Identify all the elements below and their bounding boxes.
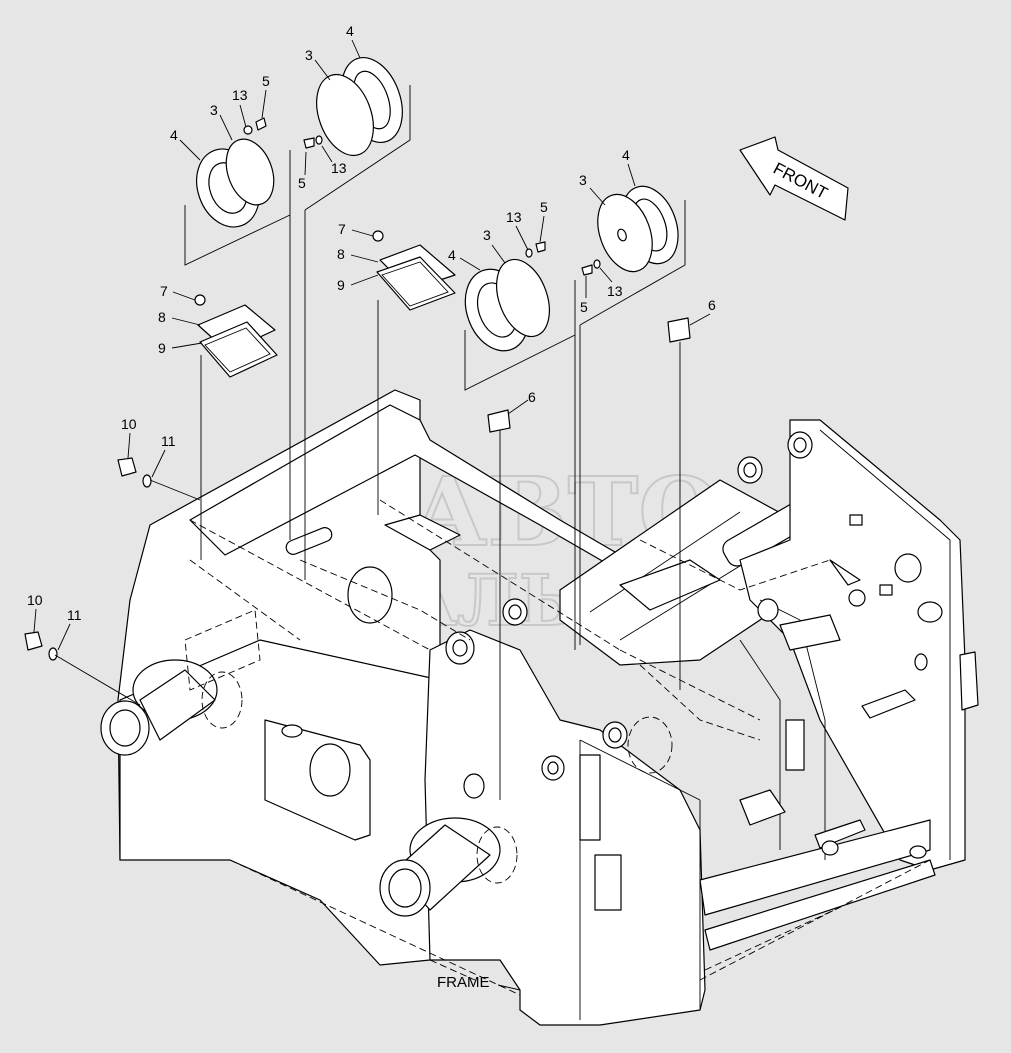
bolt-5-mid [535, 241, 546, 253]
assembly-label-leader [497, 984, 521, 991]
leader-box-left [184, 150, 291, 266]
left-plate-window [347, 566, 393, 624]
breather-6-mid [487, 409, 511, 433]
callout-23: 6 [708, 297, 716, 313]
gasket-9-left [199, 321, 278, 378]
bracket-b [739, 789, 786, 826]
leader-box-center [304, 85, 411, 211]
mounting-bosses [445, 431, 943, 859]
oring-11-lower [48, 647, 58, 661]
bottom-rail-upper [699, 819, 931, 916]
oring-11-upper [142, 474, 152, 488]
callout-16: 5 [540, 199, 548, 215]
callout-8: 13 [331, 160, 347, 176]
arrow-icon [739, 136, 849, 221]
bracket-e [829, 559, 861, 586]
plug-10-lower [24, 631, 43, 651]
nut-7-left [194, 294, 206, 306]
callout-13: 8 [337, 246, 345, 262]
leader-box-right [579, 200, 686, 326]
washer-13-center [315, 135, 323, 145]
callout-12: 7 [338, 221, 346, 237]
washer-13-mid [525, 248, 533, 258]
callout-26: 11 [161, 433, 176, 449]
callout-28: 11 [67, 607, 82, 623]
callout-10: 8 [158, 309, 166, 325]
breather-6-right [667, 317, 691, 343]
pivot-pin-end [821, 840, 839, 856]
front-direction-arrow: FRONT [739, 136, 849, 221]
right-handle [959, 651, 979, 711]
right-plate-edge [819, 429, 951, 860]
exploded-parts [24, 56, 691, 661]
callout-9: 7 [160, 283, 168, 299]
callout-19: 3 [579, 172, 587, 188]
cover-3-center [316, 73, 374, 157]
callout-15: 13 [506, 209, 522, 225]
callout-1: 4 [170, 127, 178, 143]
callout-2: 3 [210, 102, 218, 118]
frame-body [100, 389, 979, 1026]
frame-top-opening [384, 514, 461, 551]
callout-11: 9 [158, 340, 166, 356]
washer-13-left [243, 125, 253, 135]
callout-3: 13 [232, 87, 248, 103]
assembly-label: FRAME [437, 974, 490, 991]
tower-strip [579, 754, 601, 841]
axle-housing-right [379, 817, 501, 917]
bracket-c [779, 614, 841, 651]
axle-housing-left [100, 659, 218, 756]
inner-frame-lines [739, 599, 826, 860]
callout-14: 9 [337, 277, 345, 293]
cover-3-mid [496, 258, 550, 338]
bottom-rail-lower [704, 859, 936, 951]
plug-10-upper [117, 457, 137, 477]
bolt-5-left [255, 117, 267, 131]
bolt-5-right [581, 264, 593, 276]
callout-leaders [33, 39, 711, 651]
bracket-a [861, 689, 916, 719]
callout-labels: 4 3 13 5 4 3 5 13 7 8 9 7 8 9 13 5 3 4 3… [27, 23, 716, 623]
callout-20: 4 [622, 147, 630, 163]
callout-21: 5 [580, 299, 588, 315]
washer-13-right [593, 259, 601, 269]
callout-4: 5 [262, 73, 270, 89]
callout-18: 4 [448, 247, 456, 263]
leader-box-mid [464, 280, 576, 391]
callout-17: 3 [483, 227, 491, 243]
callout-24: 6 [528, 389, 536, 405]
callout-25: 10 [121, 416, 137, 432]
nut-7-center [372, 230, 384, 242]
callout-6: 3 [305, 47, 313, 63]
bracket-d [785, 719, 805, 771]
callout-27: 10 [27, 592, 43, 608]
callout-22: 13 [607, 283, 623, 299]
rail-slot [285, 527, 333, 555]
bolt-5-center [303, 137, 315, 149]
access-panel-slot [281, 724, 303, 738]
cover-3-left [225, 138, 275, 206]
access-panel-hole [309, 743, 351, 797]
tower-handle [594, 854, 622, 911]
callout-5: 4 [346, 23, 354, 39]
assembly-lines [54, 210, 931, 996]
callout-7: 5 [298, 175, 306, 191]
